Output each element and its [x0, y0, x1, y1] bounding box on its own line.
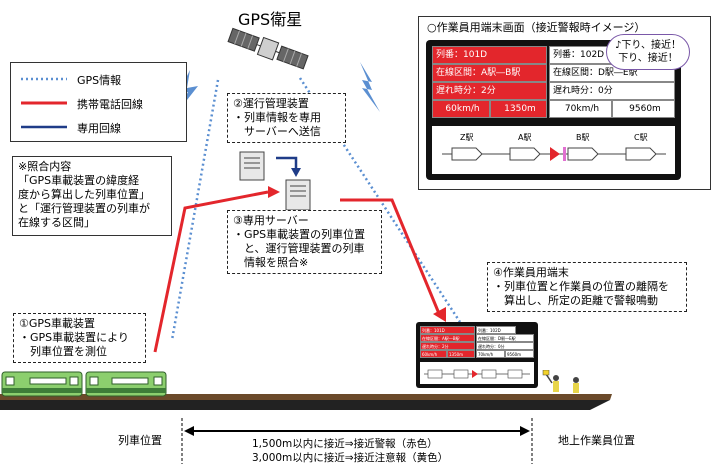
left-train-number: 列番：101D [432, 46, 547, 64]
small-station-map [420, 362, 534, 384]
worker-terminal-line: ・列車位置と作業員の位置の離隔を [493, 280, 669, 293]
gps-device-line: 列車位置を測位 [19, 345, 107, 358]
box-dedicated-server: ③専用サーバー ・GPS車載装置の列車位置 と、運行管理装置の列車 情報を照合※ [227, 210, 382, 274]
server-computer-icon [285, 179, 311, 211]
small-left-delay: 遅れ時分：2分 [420, 342, 475, 350]
gps-link-train [170, 79, 220, 341]
box-operation-line: ②運行管理装置 [233, 97, 309, 110]
small-left-section: 在線区間：A駅―B駅 [420, 334, 475, 342]
server-line: ・GPS車載装置の列車位置 [233, 228, 366, 241]
left-section: 在線区間：A駅―B駅 [432, 64, 547, 82]
warning-yellow-text: 3,000m以内に接近⇒接近注意報（黄色） [252, 452, 449, 464]
left-speed: 60km/h [432, 100, 490, 118]
signal-bolt-left [176, 70, 198, 114]
terminal-screen: 列番：101D 列番：102D 在線区間：A駅―B駅 在線区間：D駅―E駅 遅れ… [426, 40, 681, 180]
station-map: Z駅 A駅 B駅 C駅 [432, 126, 675, 174]
railway-scene [0, 370, 612, 410]
dedicated-arrow [291, 168, 301, 177]
right-delay: 遅れ時分：0分 [549, 82, 675, 100]
train-position-label: 列車位置 [118, 434, 162, 447]
dedicated-line [276, 156, 298, 170]
worker-position-label: 地上作業員位置 [558, 434, 635, 447]
box-operation-line: サーバーへ送信 [233, 125, 321, 138]
station-label: C駅 [634, 133, 648, 142]
worker-terminal-line: 算出し、所定の距離で警報鳴動 [493, 294, 658, 307]
check-line: ※照合内容 [18, 160, 72, 173]
train-car-2 [85, 371, 167, 397]
small-right-speed: 70km/h [476, 350, 505, 358]
check-line: と「運行管理装置の列車が [18, 202, 150, 215]
check-line: 度から算出した列車位置」 [18, 188, 150, 201]
mobile-arrow-server [268, 186, 280, 198]
distance-arrow [181, 418, 533, 464]
small-left-train: 列番：101D [420, 326, 475, 334]
small-right-train: 列番：102D [476, 326, 516, 334]
signal-bolt-right [360, 62, 380, 112]
box-gps-device: ①GPS車載装置 ・GPS車載装置により 列車位置を測位 [13, 313, 146, 363]
legend: GPS情報 携帯電話回線 専用回線 [10, 62, 187, 142]
box-check-contents: ※照合内容 「GPS車載装置の緯度経 度から算出した列車位置」 と「運行管理装置… [12, 156, 172, 236]
small-right-delay: 遅れ時分：0分 [476, 342, 534, 350]
station-label: Z駅 [460, 133, 474, 142]
alarm-speech-bubble: ♪下り、接近！ 下り、接近！ [606, 34, 690, 70]
box-operation-line: ・列車情報を専用 [233, 111, 321, 124]
small-station-track [424, 369, 530, 379]
server-line: と、運行管理装置の列車 [233, 242, 365, 255]
train-car-1 [1, 371, 83, 397]
operation-computer-icon [239, 151, 265, 181]
small-left-distance: 1350m [447, 350, 475, 358]
worker-terminal-line: ④作業員用端末 [493, 266, 569, 279]
small-left-speed: 60km/h [420, 350, 447, 358]
satellite-label: GPS衛星 [238, 10, 303, 29]
mobile-line-train [153, 190, 269, 353]
screen-title: ○作業員用端末画面（接近警報時イメージ） [427, 21, 646, 34]
mobile-line-terminal [340, 198, 442, 317]
check-line: 在線する区間」 [18, 216, 95, 229]
gps-device-line: ①GPS車載装置 [19, 317, 96, 330]
satellite-icon [227, 27, 309, 70]
worker-marker [563, 147, 566, 161]
station-label: A駅 [518, 133, 532, 142]
worker-figure [542, 370, 579, 393]
check-line: 「GPS車載装置の緯度経 [18, 174, 140, 187]
small-terminal-screen: 列番：101D 列番：102D 在線区間：A駅―B駅 在線区間：D駅―E駅 遅れ… [416, 322, 538, 388]
gps-device-line: ・GPS車載装置により [19, 331, 129, 344]
server-line: ③専用サーバー [233, 214, 309, 227]
server-line: 情報を照合※ [233, 256, 309, 269]
small-right-distance: 9560m [505, 350, 534, 358]
station-track [442, 147, 666, 161]
box-worker-terminal: ④作業員用端末 ・列車位置と作業員の位置の離隔を 算出し、所定の距離で警報鳴動 [487, 262, 687, 312]
mobile-arrow-terminal [433, 307, 446, 322]
right-distance: 9560m [612, 100, 675, 118]
train-marker [550, 147, 560, 161]
legend-gps-label: GPS情報 [77, 74, 122, 87]
left-delay: 遅れ時分：2分 [432, 82, 547, 100]
warning-red-text: 1,500m以内に接近⇒接近警報（赤色） [252, 438, 438, 450]
left-distance: 1350m [490, 100, 547, 118]
small-right-section: 在線区間：D駅―E駅 [476, 334, 534, 342]
station-label: B駅 [576, 133, 590, 142]
legend-mobile-label: 携帯電話回線 [77, 98, 143, 111]
legend-dedicated-label: 専用回線 [77, 122, 121, 135]
right-speed: 70km/h [549, 100, 612, 118]
box-operation-manager: ②運行管理装置 ・列車情報を専用 サーバーへ送信 [227, 93, 346, 143]
legend-lines [21, 77, 67, 129]
